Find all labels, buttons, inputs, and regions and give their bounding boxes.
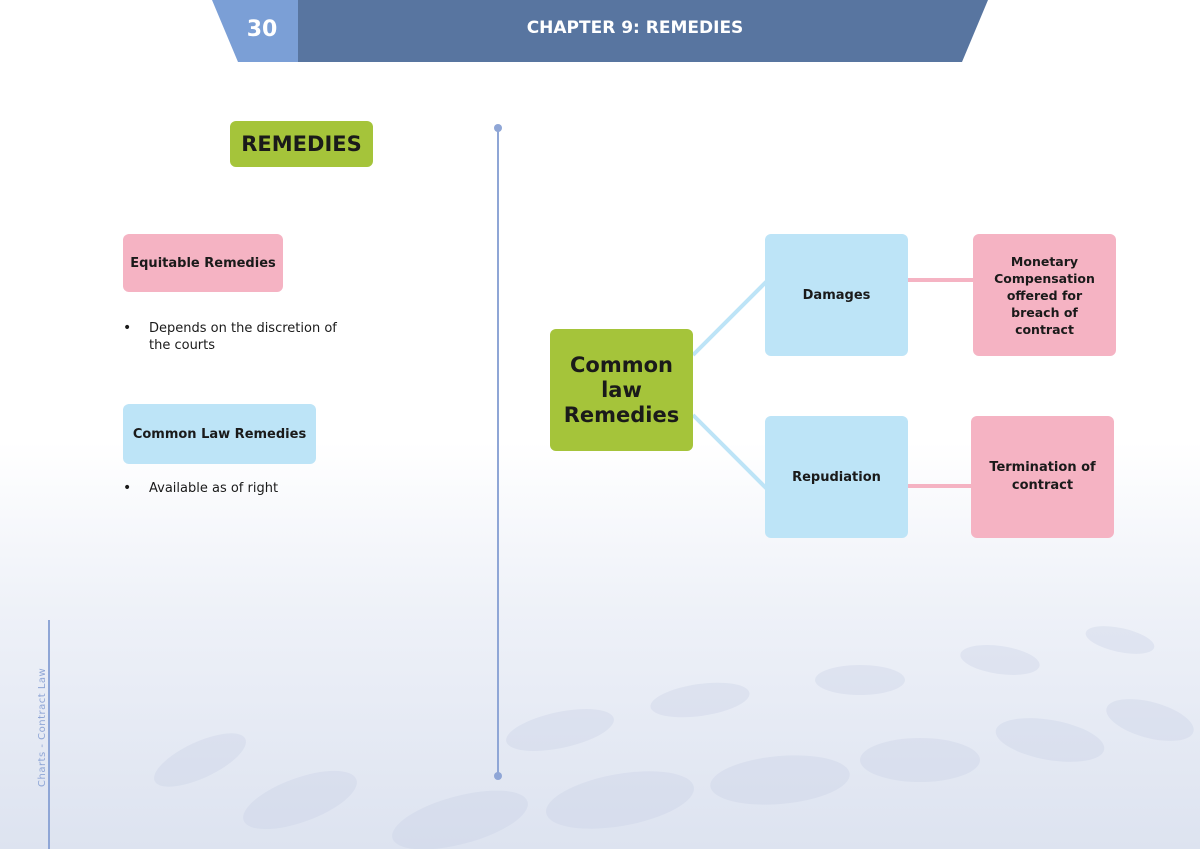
equitable-remedies-box: Equitable Remedies [123,234,283,292]
repudiation-node: Repudiation [765,416,908,538]
equitable-remedies-bullet: Depends on the discretion of the courts [123,320,343,354]
damages-node: Damages [765,234,908,356]
header-band [212,0,988,62]
chapter-title-band [298,0,988,62]
chapter-title: CHAPTER 9: REMEDIES [526,18,744,38]
side-rule [48,620,50,849]
connector-root-damages [691,279,769,357]
common-law-remedies-bullet: Available as of right [123,480,343,497]
page-number-tab [212,0,298,62]
termination-node: Termination of contract [971,416,1114,538]
remedies-title: REMEDIES [230,121,373,167]
connector-root-repudiation [691,413,769,491]
page-number: 30 [246,16,278,42]
vertical-divider [494,124,502,780]
side-label: Charts - Contract Law [37,667,48,787]
common-law-remedies-box: Common Law Remedies [123,404,316,464]
monetary-compensation-node: Monetary Compensation offered for breach… [973,234,1116,356]
common-law-remedies-root: Common law Remedies [550,329,693,451]
